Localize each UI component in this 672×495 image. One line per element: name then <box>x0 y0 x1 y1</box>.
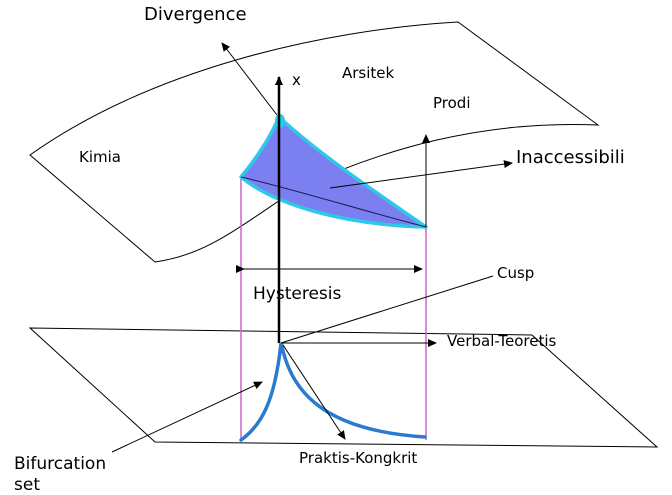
divergence-pointer <box>221 42 278 116</box>
divergence-label: Divergence <box>144 4 247 25</box>
verbal-teoretis-label: Verbal-Teoretis <box>447 332 557 350</box>
fold-region <box>239 115 428 229</box>
cusp-label: Cusp <box>497 264 535 282</box>
kimia-label: Kimia <box>79 148 121 166</box>
bifurcation-label-line1: Bifurcation <box>14 454 107 474</box>
bifurcation-curve <box>239 342 427 442</box>
fold-underside-line <box>240 176 427 228</box>
arsitek-label: Arsitek <box>342 64 395 82</box>
hysteresis-label: Hysteresis <box>253 284 342 304</box>
bifurcation-label-line2: set <box>14 475 40 495</box>
bifurcation-pointer <box>111 381 263 453</box>
control-plane <box>28 327 659 448</box>
inaccessibility-label: Inaccessibili <box>516 147 625 168</box>
prodi-label: Prodi <box>433 94 471 112</box>
inaccessibility-pointer <box>329 160 513 189</box>
behaviour-surface <box>29 21 600 263</box>
x-axis-label: x <box>292 71 301 89</box>
praktis-kongkrit-label: Praktis-Kongkrit <box>299 449 418 467</box>
praktis-kongkrit-arrow <box>282 344 346 440</box>
cusp-pointer <box>280 275 494 344</box>
